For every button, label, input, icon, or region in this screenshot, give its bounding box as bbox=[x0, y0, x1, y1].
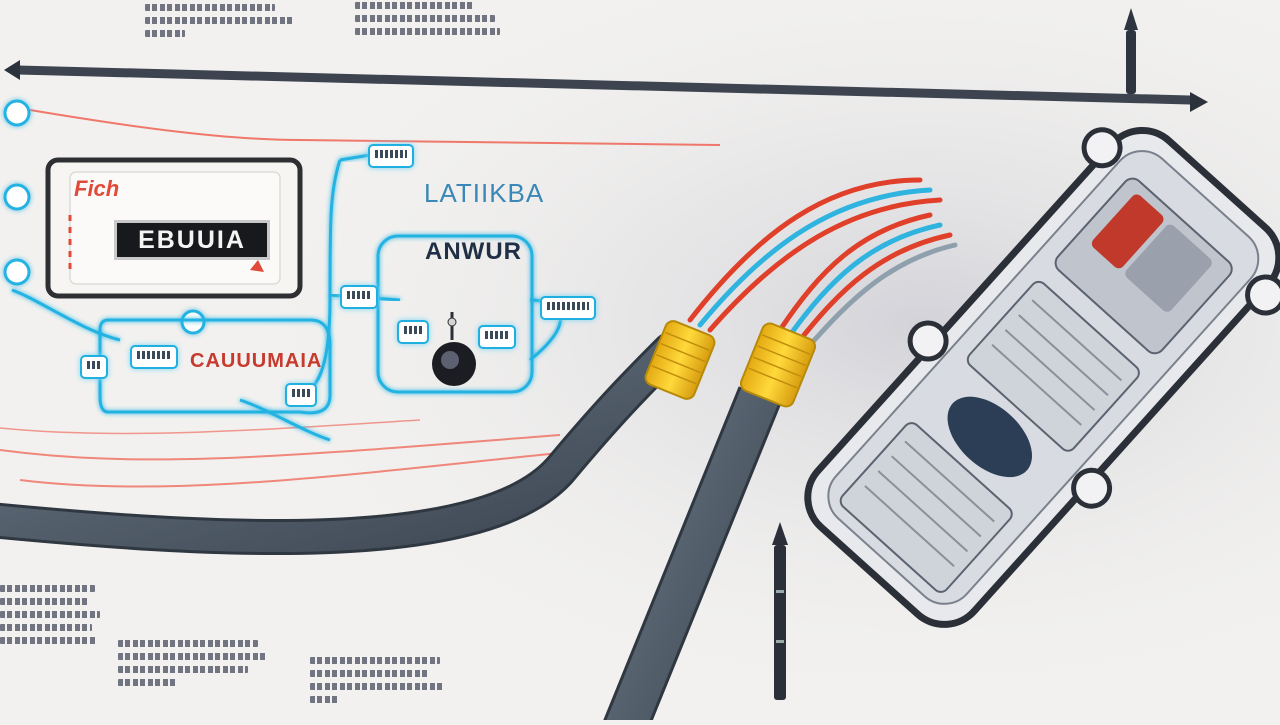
chip-label-5 bbox=[478, 325, 516, 349]
terminal-device bbox=[804, 126, 1280, 628]
panel-label: ANWUR bbox=[425, 238, 522, 265]
diagram-top-label: LATIIKBA bbox=[424, 178, 545, 208]
connector-left bbox=[644, 320, 716, 400]
chip-label-4 bbox=[397, 320, 429, 344]
top-dimension-arrow bbox=[4, 60, 1208, 112]
component-red-label: CAUUUMAIA bbox=[190, 350, 323, 372]
chip-label-6 bbox=[80, 355, 108, 379]
wire-bundle bbox=[687, 177, 958, 348]
chip-label-3 bbox=[540, 296, 596, 320]
text-block-bottom-right bbox=[310, 657, 445, 709]
main-cables bbox=[0, 332, 782, 725]
probe-top-right bbox=[1124, 8, 1138, 94]
text-block-top-center bbox=[355, 2, 500, 41]
chip-label-8 bbox=[285, 383, 317, 407]
text-block-bottom-left bbox=[0, 585, 100, 650]
meter-display: EBUUIA bbox=[114, 220, 270, 260]
connector-right bbox=[739, 322, 817, 408]
text-block-top-left bbox=[145, 4, 295, 43]
chip-label-2 bbox=[340, 285, 378, 309]
sensor-knob bbox=[432, 312, 476, 386]
text-block-bottom-center bbox=[118, 640, 268, 692]
chip-label-1 bbox=[368, 144, 414, 168]
probe-bottom bbox=[772, 522, 788, 700]
chip-label-7 bbox=[130, 345, 178, 369]
meter-header: Fich bbox=[74, 176, 120, 201]
node-markers bbox=[3, 99, 206, 335]
